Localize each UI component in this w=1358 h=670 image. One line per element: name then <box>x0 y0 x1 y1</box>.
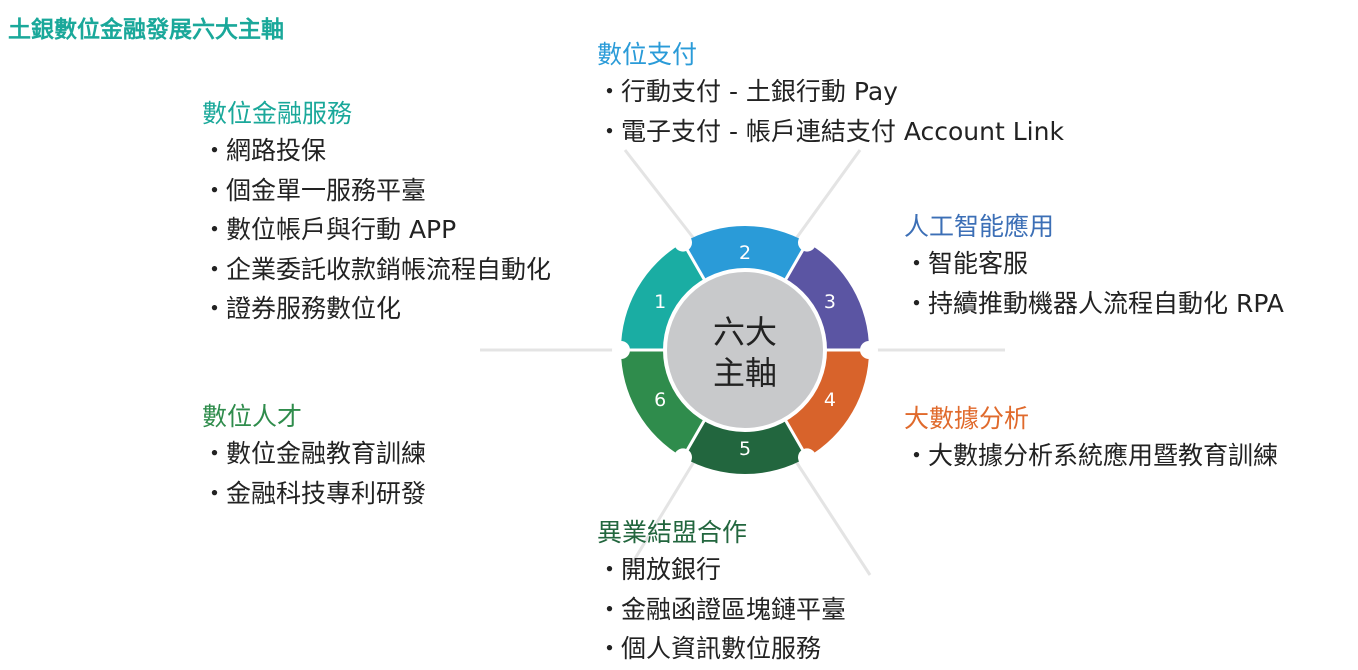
wheel-number-5: 5 <box>739 438 751 460</box>
list-item: ・數位金融教育訓練 <box>202 439 427 468</box>
wheel-segment-5 <box>683 410 807 474</box>
connector-lines <box>480 149 1005 576</box>
section-heading: 數位人才 <box>202 402 303 431</box>
list-item: ・個人資訊數位服務 <box>597 634 822 663</box>
wheel-number-1: 1 <box>654 291 666 313</box>
section-digital-finance-services: 數位金融服務 ・網路投保 ・個金單一服務平臺 ・數位帳戶與行動 APP ・企業委… <box>202 97 551 329</box>
item-list: ・數位金融教育訓練 ・金融科技專利研發 <box>202 434 426 513</box>
connector-line-5 <box>793 459 872 576</box>
wheel-number-4: 4 <box>824 389 836 411</box>
wheel-segment-1 <box>621 242 710 350</box>
wheel-segments <box>612 226 878 474</box>
list-item: ・網路投保 <box>202 136 327 165</box>
list-item: ・個金單一服務平臺 <box>202 175 427 205</box>
wheel-segment-3 <box>780 242 869 350</box>
section-heading: 數位金融服務 <box>202 99 353 128</box>
connector-line-2 <box>623 149 697 241</box>
item-list: ・大數據分析系統應用暨教育訓練 <box>904 436 1278 476</box>
section-big-data-analysis: 大數據分析 ・大數據分析系統應用暨教育訓練 <box>904 402 1278 476</box>
list-item: ・開放銀行 <box>597 555 722 584</box>
connector-line-3 <box>793 149 862 241</box>
wheel-segment-6 <box>621 350 710 458</box>
list-item: ・證券服務數位化 <box>202 294 402 323</box>
section-digital-payment: 數位支付 ・行動支付 - 土銀行動 Pay ・電子支付 - 帳戶連結支付 Acc… <box>597 38 1064 151</box>
wheel-number-2: 2 <box>739 242 751 264</box>
center-label-line1: 六大 <box>713 313 777 351</box>
section-ai-applications: 人工智能應用 ・智能客服 ・持續推動機器人流程自動化 RPA <box>904 210 1284 323</box>
list-item: ・行動支付 - 土銀行動 Pay <box>597 77 898 106</box>
section-heading: 大數據分析 <box>904 404 1030 433</box>
list-item: ・數位帳戶與行動 APP <box>202 215 457 244</box>
list-item: ・金融科技專利研發 <box>202 478 427 508</box>
section-digital-talent: 數位人才 ・數位金融教育訓練 ・金融科技專利研發 <box>202 400 426 513</box>
item-list: ・開放銀行 ・金融函證區塊鏈平臺 ・個人資訊數位服務 <box>597 550 846 669</box>
wheel-number-3: 3 <box>824 291 836 313</box>
item-list: ・行動支付 - 土銀行動 Pay ・電子支付 - 帳戶連結支付 Account … <box>597 72 1064 151</box>
section-heading: 數位支付 <box>597 40 698 69</box>
section-cross-industry-alliance: 異業結盟合作 ・開放銀行 ・金融函證區塊鏈平臺 ・個人資訊數位服務 <box>597 516 846 669</box>
wheel-segment-4 <box>780 350 869 458</box>
center-circle <box>663 268 827 432</box>
list-item: ・智能客服 <box>904 249 1029 278</box>
center-label-line2: 主軸 <box>713 354 777 392</box>
list-item: ・企業委託收款銷帳流程自動化 <box>202 254 552 284</box>
list-item: ・金融函證區塊鏈平臺 <box>597 594 847 624</box>
list-item: ・電子支付 - 帳戶連結支付 Account Link <box>597 116 1064 146</box>
wheel-number-6: 6 <box>654 389 666 411</box>
item-list: ・智能客服 ・持續推動機器人流程自動化 RPA <box>904 244 1284 323</box>
list-item: ・持續推動機器人流程自動化 RPA <box>904 288 1284 318</box>
section-heading: 異業結盟合作 <box>597 518 748 547</box>
connector-line-6 <box>623 459 697 576</box>
section-heading: 人工智能應用 <box>904 212 1055 241</box>
page-title: 土銀數位金融發展六大主軸 <box>8 17 284 43</box>
wheel-numbers: 1 2 3 4 5 6 <box>654 242 836 460</box>
item-list: ・網路投保 ・個金單一服務平臺 ・數位帳戶與行動 APP ・企業委託收款銷帳流程… <box>202 131 551 329</box>
list-item: ・大數據分析系統應用暨教育訓練 <box>904 441 1279 470</box>
wheel-segment-2 <box>683 226 807 290</box>
